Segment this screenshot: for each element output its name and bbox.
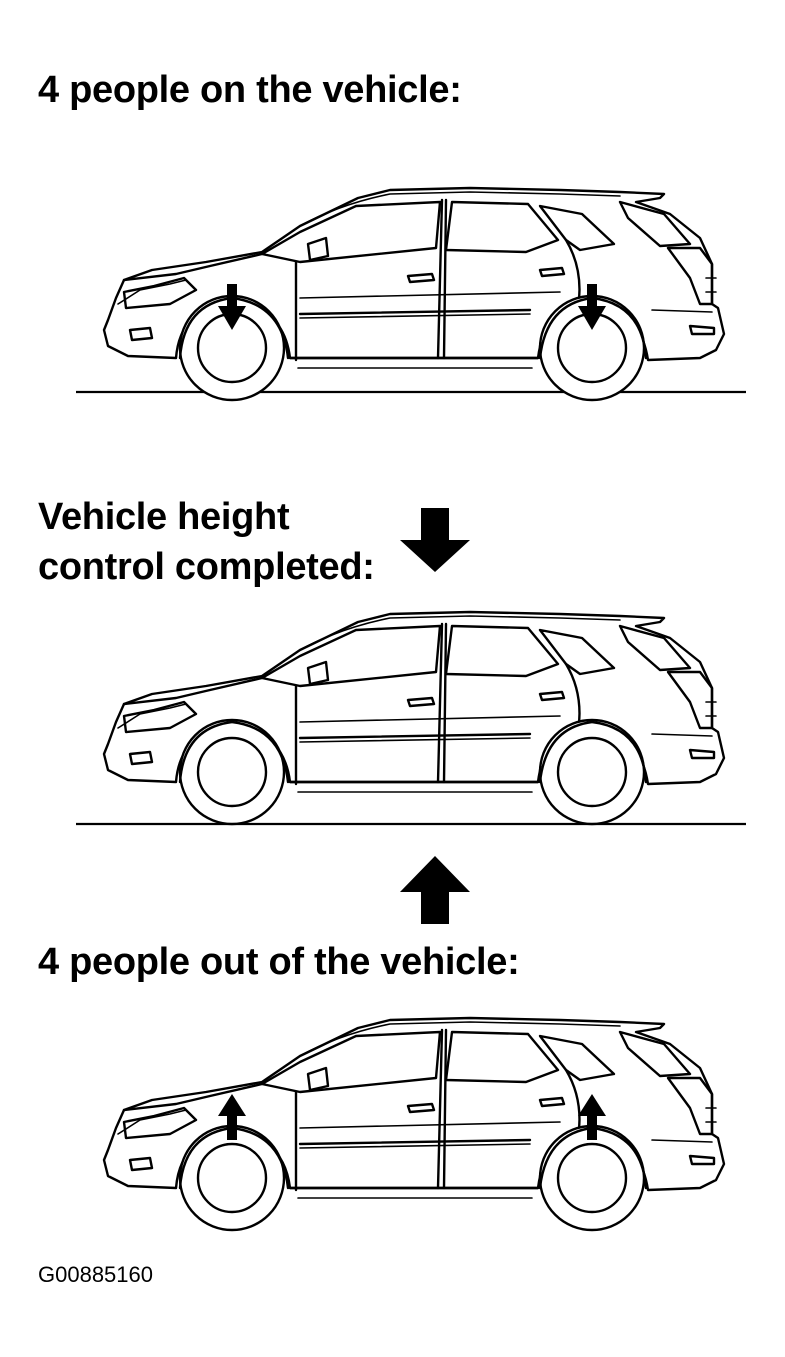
arrow-down-icon (578, 284, 606, 330)
arrow-up-icon (400, 856, 470, 924)
caption-height-control: Vehicle height control completed: (38, 492, 375, 592)
caption-height-control-line2: control completed: (38, 546, 375, 588)
arrow-up-icon (578, 1094, 606, 1140)
arrow-down-icon (218, 284, 246, 330)
figure-id: G00885160 (38, 1262, 153, 1287)
caption-height-control-line1: Vehicle height (38, 496, 290, 538)
vehicle-height-normal (76, 610, 746, 826)
arrow-down-icon (400, 508, 470, 572)
arrow-up-icon (218, 1094, 246, 1140)
vehicle-unloaded (102, 1016, 726, 1256)
caption-people-on: 4 people on the vehicle: (38, 69, 462, 111)
caption-people-out: 4 people out of the vehicle: (38, 941, 520, 983)
vehicle-loaded (76, 186, 746, 402)
